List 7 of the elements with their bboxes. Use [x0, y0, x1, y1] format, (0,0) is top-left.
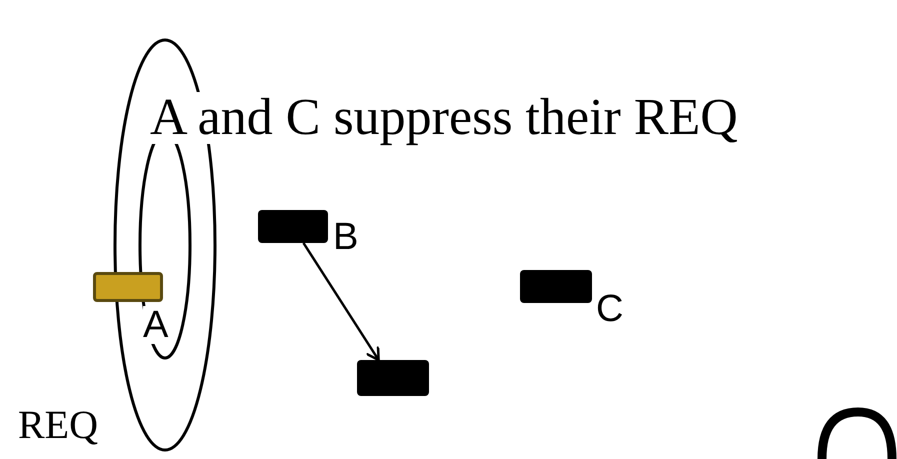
station-box — [520, 270, 592, 303]
station-label: A — [143, 306, 168, 344]
arrow — [302, 242, 380, 362]
station-box — [258, 210, 328, 243]
station-box — [93, 272, 163, 302]
station-box — [357, 360, 429, 396]
title-text: A and C suppress their REQ — [150, 92, 738, 144]
